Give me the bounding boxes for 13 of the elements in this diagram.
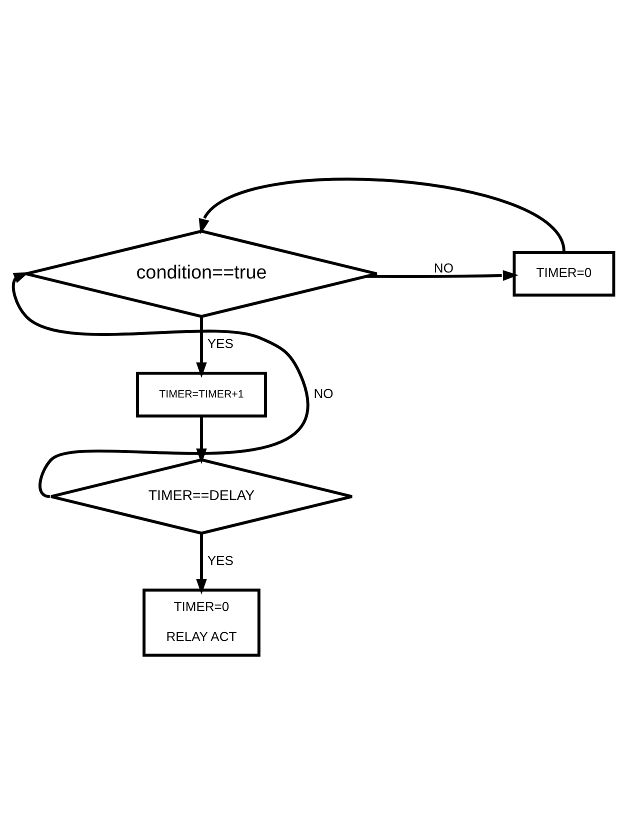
- node-diamond: condition==true: [24, 230, 378, 318]
- edge-label: YES: [207, 336, 234, 352]
- node-diamond: TIMER==DELAY: [50, 458, 354, 535]
- node-box: TIMER=0 RELAY ACT: [142, 588, 260, 657]
- arrow: [366, 270, 518, 281]
- arrow: [196, 534, 207, 594]
- arrow: [196, 316, 207, 378]
- edge-label: YES: [207, 552, 234, 568]
- edge-label: NO: [314, 386, 334, 401]
- arrow: [198, 178, 566, 252]
- node-box: TIMER=TIMER+1: [136, 372, 267, 418]
- node-box: TIMER=0: [512, 251, 616, 297]
- edge-label: NO: [434, 260, 454, 276]
